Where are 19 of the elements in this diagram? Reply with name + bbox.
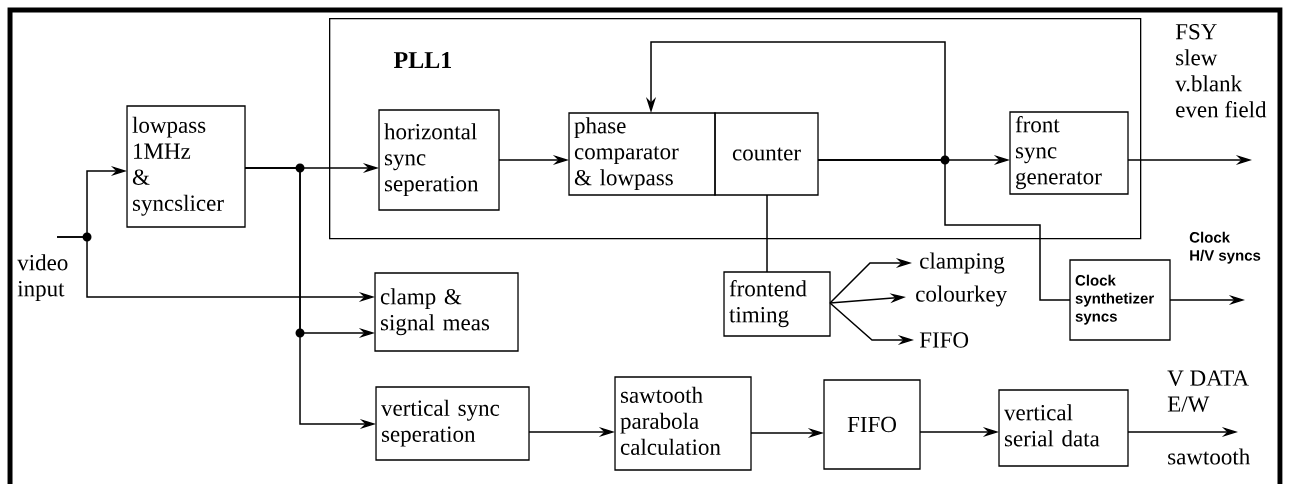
signal-text: V DATA E/W sawtooth bbox=[1167, 370, 1250, 465]
process-box: FIFO bbox=[823, 379, 921, 470]
signal-text: FIFO bbox=[919, 332, 969, 348]
process-box: frontend timing bbox=[723, 271, 831, 337]
process-box: horizontal sync seperation bbox=[378, 109, 500, 211]
signal-text: Clock H/V syncs bbox=[1189, 231, 1261, 264]
process-box: lowpass 1MHz & syncslicer bbox=[126, 105, 246, 228]
signal-text: colourkey bbox=[916, 285, 1008, 307]
process-box: vertical serial data bbox=[998, 389, 1129, 467]
signal-text: video input bbox=[17, 254, 68, 302]
process-box: phase comparator & lowpass bbox=[568, 112, 716, 196]
process-box: front sync generator bbox=[1009, 111, 1129, 195]
process-box: vertical sync seperation bbox=[375, 386, 530, 461]
signal-text: clamping bbox=[920, 252, 1005, 274]
process-box: clamp & signal meas bbox=[374, 272, 519, 352]
process-box: Clock synthetizer syncs bbox=[1069, 259, 1171, 341]
process-box: sawtooth parabola calculation bbox=[614, 376, 752, 471]
signal-text: FSY slew v.blank even field bbox=[1175, 23, 1267, 118]
process-box: counter bbox=[714, 112, 819, 196]
